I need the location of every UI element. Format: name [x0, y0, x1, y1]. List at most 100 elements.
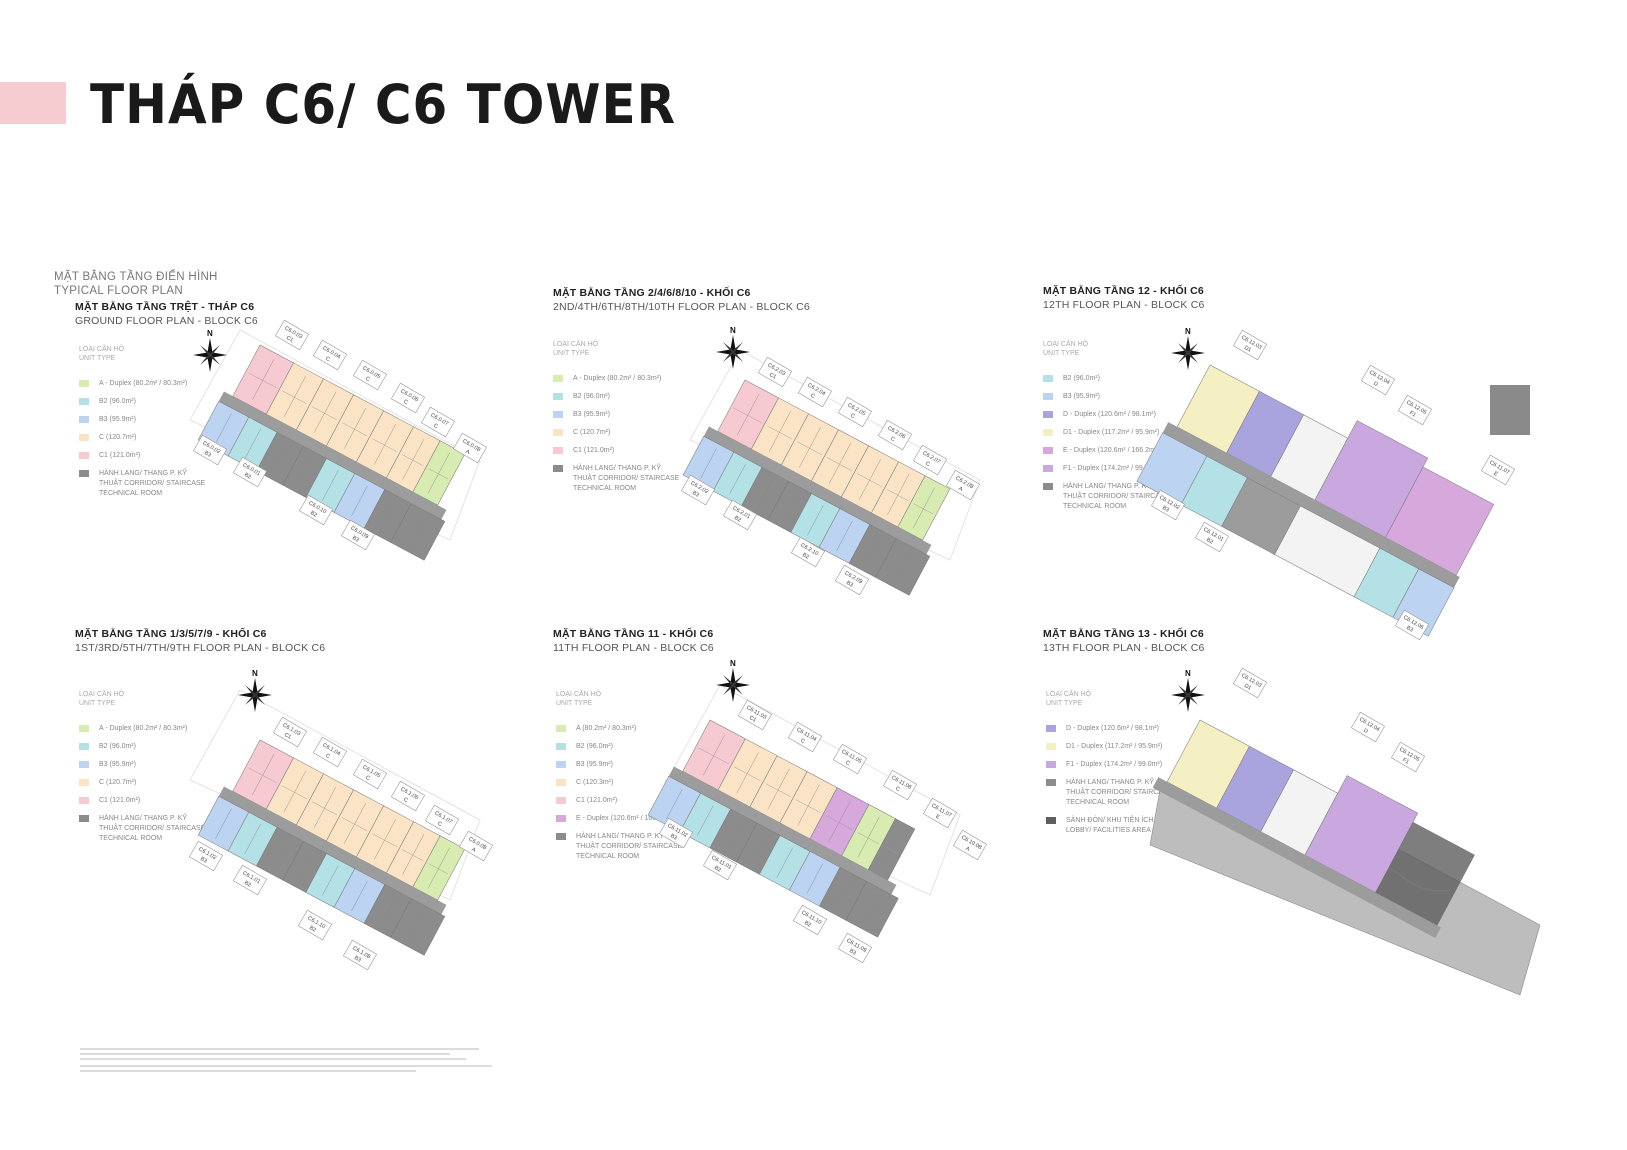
legend-swatch [79, 470, 89, 477]
legend-item: D - Duplex (120.6m² / 98.1m²) [1046, 724, 1176, 734]
unit-tag-box [274, 319, 310, 351]
legend-item: B2 (96.0m²) [556, 742, 686, 752]
compass-label: N [252, 669, 258, 678]
legend-swatch [79, 380, 89, 387]
unit-tag: C6.12.04D [1360, 364, 1396, 396]
unit-wall [374, 423, 396, 465]
legend-item: B2 (96.0m²) [79, 742, 209, 752]
legend-item: A (80.2m² / 80.3m²) [556, 724, 686, 734]
unit-tag-box [952, 829, 988, 861]
panel-title-en: 1ST/3RD/5TH/7TH/9TH FLOOR PLAN - BLOCK C… [75, 642, 326, 654]
legend-label: HÀNH LANG/ THANG P. KỸ THUẬT CORRIDOR/ S… [573, 465, 680, 492]
legend-item: A - Duplex (80.2m² / 80.3m²) [553, 374, 683, 384]
legend-label: B3 (95.9m²) [99, 761, 136, 768]
unit-tag-box [272, 716, 308, 748]
unit-tag: C6.1.05C [352, 758, 388, 790]
section-heading: MẶT BẰNG TẦNG ĐIỂN HÌNH TYPICAL FLOOR PL… [54, 270, 218, 298]
unit-wall [767, 425, 792, 440]
unit-wall [781, 491, 798, 522]
legend-swatch [79, 761, 89, 768]
disclaimer-fine-print [80, 1048, 500, 1072]
unit-tag-box [882, 769, 918, 801]
unit-tag: C6.2.04C [797, 376, 833, 408]
unit-wall [313, 391, 336, 433]
unit-wall [883, 846, 899, 855]
legend-item: C1 (121.0m²) [556, 796, 686, 806]
unit-wall [795, 799, 821, 813]
unit-type: B2 [243, 472, 252, 481]
unit-type: B3 [845, 580, 854, 589]
unit-type: C1 [285, 335, 294, 344]
legend-label: D - Duplex (120.6m² / 98.1m²) [1063, 411, 1156, 418]
unit-wall [351, 485, 368, 517]
legend-swatch [553, 375, 563, 382]
floor-plan-odd-floors: NC6.1.03C1C6.1.04CC6.1.05CC6.1.06CC6.1.0… [188, 669, 494, 971]
unit-type: C [809, 393, 815, 400]
compass-needle [1178, 343, 1198, 363]
legend-label: B2 (96.0m²) [1063, 375, 1100, 382]
panel-title-even-floors: MẶT BẰNG TẦNG 2/4/6/8/10 - KHỐI C6 2ND/4… [553, 286, 810, 314]
panel-title-vi: MẶT BẰNG TẦNG 2/4/6/8/10 - KHỐI C6 [553, 287, 751, 299]
compass-needle [200, 345, 220, 365]
unit-tag: C6.11.07E [1480, 454, 1516, 486]
unit-type: B2 [803, 920, 812, 929]
unit-type: C [402, 797, 408, 804]
legend-item: B3 (95.9m²) [79, 415, 209, 425]
legend-swatch [1043, 483, 1053, 490]
unit-wall [857, 816, 880, 858]
panel-title-vi: MẶT BẰNG TẦNG 11 - KHỐI C6 [553, 628, 714, 640]
unit-tag-box [877, 419, 913, 451]
unit-type: C1 [768, 372, 777, 381]
compass-needle [723, 675, 743, 695]
corridor [1162, 422, 1460, 588]
unit-wall [282, 390, 307, 405]
unit-tag: C6.11.04C [787, 721, 823, 753]
unit-type: C [402, 399, 408, 406]
unit-wall [887, 473, 910, 515]
unit-type: B2 [713, 865, 722, 874]
unit-type: C [894, 786, 900, 793]
unit-tag-box [390, 382, 426, 414]
unit-tag-box [757, 356, 793, 388]
unit-tag-box [188, 840, 224, 872]
unit-wall [797, 784, 820, 826]
legend-item: C (120.7m²) [79, 778, 209, 788]
unit-tag-box [340, 519, 376, 551]
legend-item: HÀNH LANG/ THANG P. KỸ THUẬT CORRIDOR/ S… [79, 814, 209, 844]
unit-tag-box [792, 904, 828, 936]
compass-label: N [207, 329, 213, 338]
panel-title-en: 2ND/4TH/6TH/8TH/10TH FLOOR PLAN - BLOCK … [553, 301, 810, 313]
unit-tag-box [458, 830, 494, 862]
legend-header-en: UNIT TYPE [556, 700, 593, 707]
unit-wall [806, 863, 823, 894]
unit-type: C [889, 436, 895, 443]
legend-swatch [556, 779, 566, 786]
unit-tag-box [424, 804, 460, 836]
unit-tag-box [922, 797, 958, 829]
unit-tag-box [787, 721, 823, 753]
unit-wall [700, 448, 717, 479]
unit-type: F1 [1408, 410, 1417, 418]
unit-wall [282, 785, 307, 800]
legend-swatch [556, 725, 566, 732]
legend-label: F1 - Duplex (174.2m² / 99.0m²) [1063, 465, 1160, 472]
legend-item: C1 (121.0m²) [79, 796, 209, 806]
unit-wall [733, 766, 761, 781]
unit-wall [698, 747, 729, 765]
compass-north-icon: N [716, 326, 750, 369]
unit-tag-box [912, 444, 948, 476]
panel-title-en: 11TH FLOOR PLAN - BLOCK C6 [553, 642, 714, 654]
panel-title-floor-12: MẶT BẰNG TẦNG 12 - KHỐI C6 12TH FLOOR PL… [1043, 284, 1205, 312]
unit-type: B3 [1161, 505, 1170, 514]
